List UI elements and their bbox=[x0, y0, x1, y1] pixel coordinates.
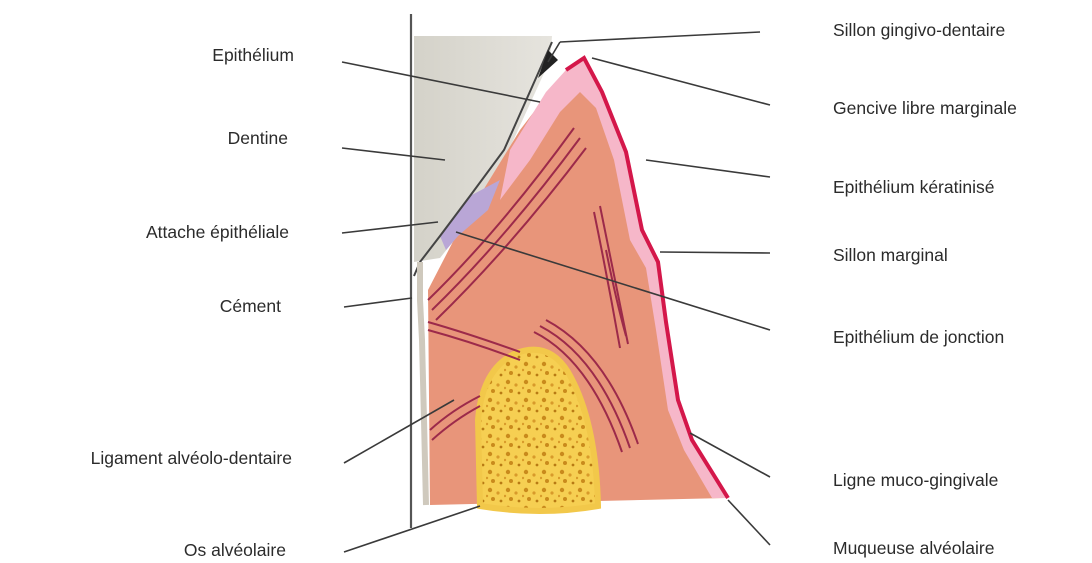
label-dentine: Dentine bbox=[190, 128, 288, 148]
label-ligne-muco-gingivale: Ligne muco-gingivale bbox=[833, 470, 998, 490]
label-gencive-libre-marginale: Gencive libre marginale bbox=[833, 98, 1017, 118]
label-epithelium-keratinise: Epithélium kératinisé bbox=[833, 177, 994, 197]
label-cement: Cément bbox=[180, 296, 281, 316]
label-ligament-alveolo-dentaire: Ligament alvéolo-dentaire bbox=[8, 448, 292, 468]
cement-edge bbox=[420, 262, 426, 505]
label-attache-epitheliale: Attache épithéliale bbox=[70, 222, 289, 242]
label-epithelium-de-jonction: Epithélium de jonction bbox=[833, 327, 1004, 347]
label-epithelium: Epithélium bbox=[170, 45, 294, 65]
sulcus-arrow-line bbox=[560, 32, 760, 42]
label-muqueuse-alveolaire: Muqueuse alvéolaire bbox=[833, 538, 995, 558]
label-sillon-gingivo-dentaire: Sillon gingivo-dentaire bbox=[833, 20, 1005, 40]
label-sillon-marginal: Sillon marginal bbox=[833, 245, 948, 265]
label-os-alveolaire: Os alvéolaire bbox=[140, 540, 286, 560]
